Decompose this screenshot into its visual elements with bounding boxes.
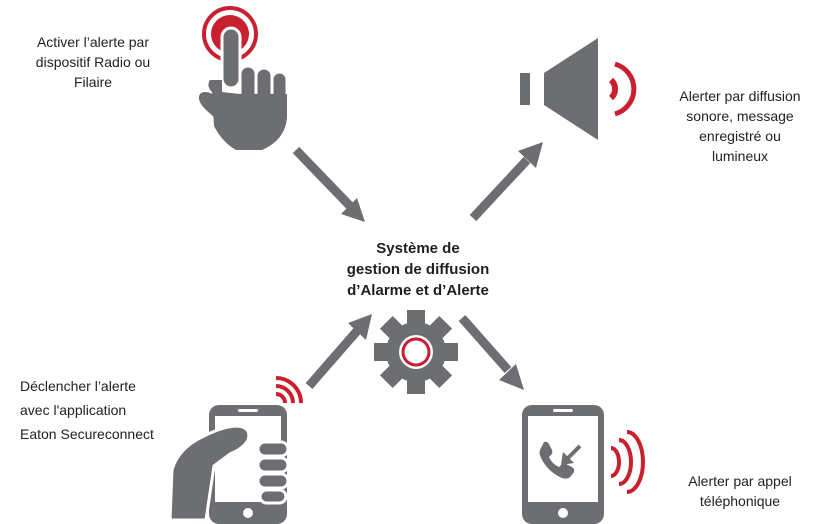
finger-2 [256,456,290,474]
center-title-line-1: Système de [376,240,460,257]
bottom-left-line-1: Déclencher l’alerte [20,378,136,394]
loudspeaker-icon [520,38,637,140]
top-right-line-2: sonore, message [686,108,794,124]
bottom-right-line-2: téléphonique [699,493,781,509]
arrow-bottom-left-to-center [305,314,372,389]
top-right-line-1: Alerter par diffusion [679,88,801,104]
phone-incoming-call-icon [522,405,645,524]
center-title-line-3: d’Alarme et d’Alerte [347,282,489,299]
top-left-line-1: Activer l’alerte par [36,34,150,50]
speaker-back [520,73,530,105]
sound-wave-outer [614,61,637,117]
speaker-cone [544,38,598,140]
bottom-left-line-2: avec l'application [20,402,127,418]
sound-wave-inner [608,77,619,101]
bottom-left-label: Déclencher l’alerte avec l'application E… [20,374,200,446]
center-title: Système de gestion de diffusion d’Alarme… [308,238,528,301]
bottom-right-line-1: Alerter par appel [688,473,792,489]
handset-icon [539,441,575,479]
finger-3 [256,472,290,490]
palm [208,80,287,150]
center-title-line-2: gestion de diffusion [346,261,490,278]
index-finger [220,26,242,90]
top-right-label: Alerter par diffusion sonore, message en… [650,86,830,166]
finger-4 [258,488,288,505]
phone-speaker-slot [238,409,258,412]
smartphone-in-hand-icon [168,376,303,524]
thumb [198,92,222,124]
top-left-line-3: Filaire [73,74,113,90]
phone-speaker-slot [553,409,573,412]
hand-thumb [168,424,251,522]
top-right-line-3: enregistré ou [699,128,781,144]
gear-hub [401,337,431,367]
bottom-right-label: Alerter par appel téléphonique [660,471,820,511]
top-left-label: Activer l’alerte par dispositif Radio ou… [8,32,178,92]
finger-1 [256,440,290,458]
top-left-line-2: dispositif Radio ou [35,54,151,70]
ringing-waves-icon [610,430,645,494]
gear-icon [374,310,458,394]
hand-pressing-button-icon [198,6,289,150]
arrow-center-to-bottom-right [458,315,524,390]
arrow-top-left-to-center [292,146,365,222]
phone-home-button [243,508,253,518]
signal-waves-icon [275,376,303,404]
arrow-center-to-top-right [469,142,543,222]
top-right-line-4: lumineux [711,148,769,164]
bottom-left-line-3: Eaton Secureconnect [20,426,154,442]
phone-home-button [558,508,568,518]
